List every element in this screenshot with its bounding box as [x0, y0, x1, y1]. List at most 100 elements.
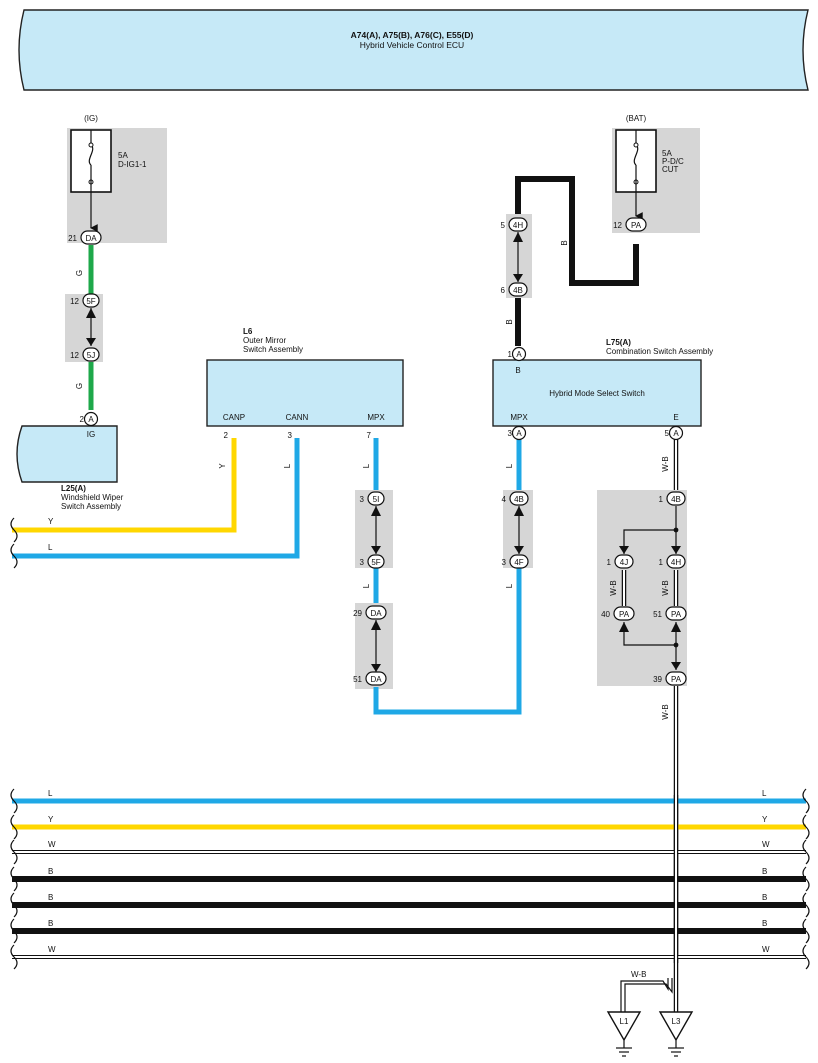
l6-name2: Switch Assembly — [243, 345, 303, 354]
connector-b-4b: 4B 6 — [501, 282, 528, 297]
svg-text:12: 12 — [613, 221, 622, 230]
svg-text:21: 21 — [68, 234, 77, 243]
l25-name2: Switch Assembly — [61, 502, 121, 511]
l75-inner: Hybrid Mode Select Switch — [549, 389, 645, 398]
label-wb-4: W-B — [661, 704, 670, 719]
connector-b-4h: 4H 5 — [501, 217, 528, 232]
wire-black-b — [513, 176, 639, 346]
fuse-ig-rating: 5A — [118, 151, 128, 160]
svg-text:PA: PA — [671, 675, 682, 684]
svg-text:3: 3 — [360, 558, 365, 567]
l75-pin-b: B — [515, 366, 520, 375]
bus-label-w-left-1: W — [48, 840, 56, 849]
bus-label-l-left: L — [48, 789, 53, 798]
svg-text:A: A — [673, 429, 679, 438]
l75-num-b: 1 — [508, 350, 513, 359]
l75-pin-e: E — [673, 413, 678, 422]
l75-name: Combination Switch Assembly — [606, 347, 713, 356]
l6-pin-cann: CANN — [286, 413, 309, 422]
connector-ig-da: DA 21 — [68, 230, 102, 245]
svg-text:PA: PA — [631, 221, 642, 230]
svg-text:12: 12 — [70, 297, 79, 306]
svg-text:A: A — [516, 429, 522, 438]
bus-label-b-left-2: B — [48, 893, 53, 902]
svg-text:PA: PA — [619, 610, 630, 619]
l25-num: 2 — [80, 415, 85, 424]
bus-wires — [12, 795, 806, 963]
l6-name1: Outer Mirror — [243, 336, 286, 345]
connector-ig-5f: 5F 12 — [70, 293, 100, 308]
svg-text:4J: 4J — [620, 558, 628, 567]
label-l-3: L — [362, 463, 371, 468]
svg-text:5: 5 — [501, 221, 506, 230]
bus-label-l-right: L — [762, 789, 767, 798]
svg-text:DA: DA — [85, 234, 97, 243]
bus-label-w-right-1: W — [762, 840, 770, 849]
svg-text:DA: DA — [370, 675, 382, 684]
svg-text:5J: 5J — [87, 351, 95, 360]
connector-e-pa40: PA 40 — [601, 606, 635, 621]
fuse-ig: (IG) 5A D-IG1-1 — [70, 114, 147, 193]
connector-m-da29: DA 29 — [353, 605, 387, 620]
label-l-1: L — [283, 463, 292, 468]
svg-text:5F: 5F — [86, 297, 95, 306]
wire-yellow-canp — [12, 438, 237, 533]
svg-text:51: 51 — [353, 675, 362, 684]
svg-text:5F: 5F — [371, 558, 380, 567]
bus-label-w-left-2: W — [48, 945, 56, 954]
fuse-ig-name: D-IG1-1 — [118, 160, 147, 169]
svg-text:A: A — [516, 350, 522, 359]
label-l-4: L — [362, 583, 371, 588]
connector-e-4h: 4H 1 — [659, 554, 686, 569]
bus-label-b-right-1: B — [762, 867, 767, 876]
connector-e-4b: 4B 1 — [659, 491, 686, 506]
connector-l75-mpx: A — [511, 425, 527, 441]
fuse-ig-source: (IG) — [84, 114, 98, 123]
l75-pin-mpx: MPX — [510, 413, 528, 422]
l75-num-mpx: 3 — [508, 429, 513, 438]
svg-text:3: 3 — [502, 558, 507, 567]
svg-text:40: 40 — [601, 610, 610, 619]
l6-num-mpx: 7 — [367, 431, 372, 440]
connector-l75-b: A — [511, 346, 527, 362]
fuse-bat-rating: 5A — [662, 149, 672, 158]
svg-text:A: A — [88, 415, 94, 424]
bus-label-w-right-2: W — [762, 945, 770, 954]
fuse-bat-source: (BAT) — [626, 114, 647, 123]
connector-m-5i: 5I 3 — [360, 491, 385, 506]
svg-text:4B: 4B — [671, 495, 681, 504]
connector-l25-a: A — [83, 411, 99, 427]
bus-label-b-right-2: B — [762, 893, 767, 902]
label-g-1: G — [75, 270, 84, 276]
svg-text:5I: 5I — [373, 495, 380, 504]
svg-text:6: 6 — [501, 286, 506, 295]
label-l-2: L — [48, 543, 53, 552]
svg-text:1: 1 — [607, 558, 612, 567]
bus-label-b-left-3: B — [48, 919, 53, 928]
wire-blue-mpx — [371, 438, 524, 715]
connector-e-pa51: PA 51 — [653, 606, 687, 621]
ground-l3: L3 — [658, 1011, 694, 1057]
connector-c-4b: 4B 4 — [502, 491, 529, 506]
bus-label-b-left-1: B — [48, 867, 53, 876]
connector-m-5f: 5F 3 — [360, 554, 385, 569]
svg-text:51: 51 — [653, 610, 662, 619]
svg-text:DA: DA — [370, 609, 382, 618]
break-marks — [10, 517, 810, 970]
connector-l75-e: A — [668, 425, 684, 441]
l75-code: L75(A) — [606, 338, 631, 347]
ecu-component: A74(A), A75(B), A76(C), E55(D) Hybrid Ve… — [18, 9, 809, 91]
l6-pin-mpx: MPX — [367, 413, 385, 422]
label-l-5: L — [505, 463, 514, 468]
svg-text:4H: 4H — [671, 558, 681, 567]
connector-bat-pa: PA 12 — [613, 217, 647, 232]
label-wb-5: W-B — [631, 970, 646, 979]
l25-component: IG 2 L25(A) Windshield Wiper Switch Asse… — [16, 415, 124, 511]
svg-text:12: 12 — [70, 351, 79, 360]
label-l-6: L — [505, 583, 514, 588]
l25-name1: Windshield Wiper — [61, 493, 124, 502]
l6-pin-canp: CANP — [223, 413, 245, 422]
bus-label-y-right: Y — [762, 815, 768, 824]
fuse-bat-name2: CUT — [662, 165, 679, 174]
label-y-2: Y — [48, 517, 54, 526]
